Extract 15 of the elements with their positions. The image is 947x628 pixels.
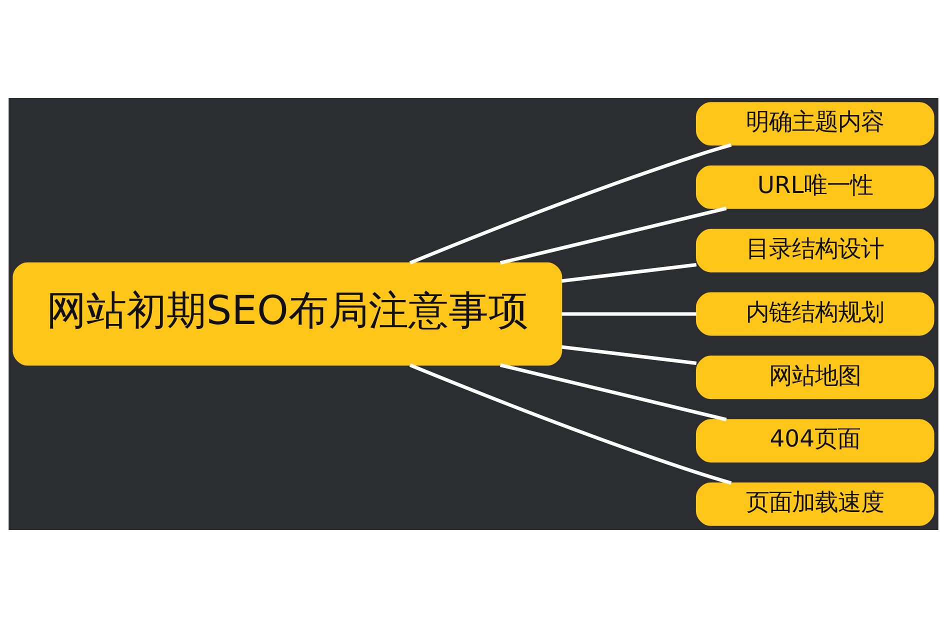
node-box: 明确主题内容: [696, 102, 934, 146]
connector: [409, 364, 732, 485]
connector: [500, 363, 727, 422]
node-box: URL唯一性: [696, 166, 934, 209]
node-box: 目录结构设计: [696, 228, 934, 272]
node-box: 网站地图: [696, 356, 934, 400]
connector: [561, 263, 697, 283]
node-box: 404页面: [696, 419, 934, 462]
node-box: 内链结构规划: [696, 292, 934, 336]
node-box: 网站初期SEO布局注意事项: [12, 262, 562, 366]
connector: [409, 143, 732, 264]
connector: [500, 206, 727, 265]
connector: [561, 345, 697, 365]
node-box: 页面加载速度: [696, 482, 934, 526]
connector: [562, 312, 696, 316]
